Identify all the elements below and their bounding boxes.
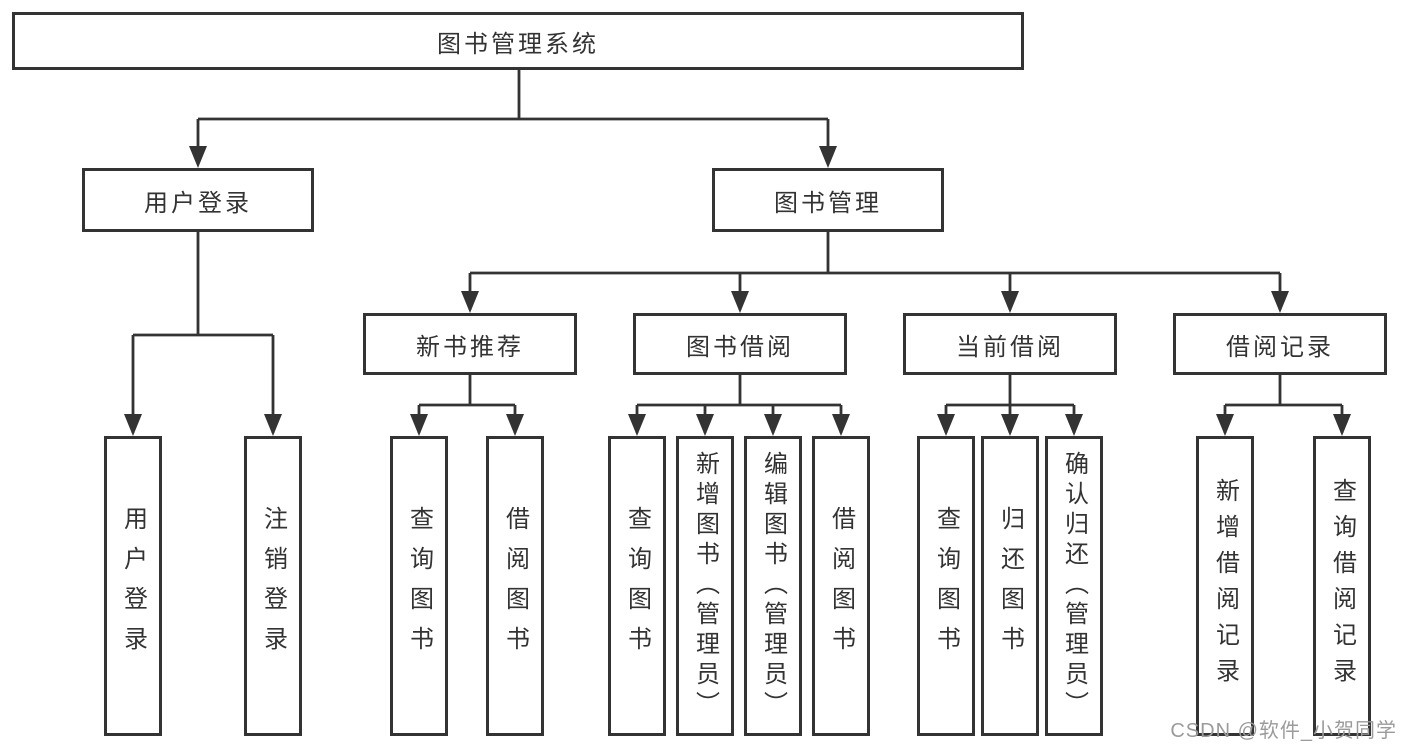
leaf-edit-book-admin: 编辑图书（管理员）	[744, 436, 802, 736]
connector-borrow-to-leaves	[628, 375, 850, 436]
node-new-book-recommendation: 新书推荐	[363, 313, 577, 375]
node-book-borrowing: 图书借阅	[633, 313, 847, 375]
node-current-borrowing: 当前借阅	[903, 313, 1117, 375]
leaf-query-books-borrow: 查询图书	[608, 436, 666, 736]
node-library-management-system: 图书管理系统	[12, 12, 1024, 70]
leaf-add-book-admin: 新增图书（管理员）	[676, 436, 734, 736]
node-book-management: 图书管理	[712, 168, 944, 232]
connector-current-to-leaves	[937, 375, 1083, 436]
csdn-watermark: CSDN @软件_小贺同学	[1170, 720, 1397, 742]
leaf-logout: 注销登录	[244, 436, 302, 736]
connector-root-to-branches	[189, 70, 837, 168]
leaf-query-books-current: 查询图书	[917, 436, 975, 736]
connector-mgmt-to-modules	[461, 232, 1289, 313]
leaf-confirm-return-admin: 确认归还（管理员）	[1045, 436, 1103, 736]
connector-recommend-to-leaves	[410, 375, 524, 436]
connector-login-to-leaves	[124, 232, 282, 436]
leaf-borrow-books: 借阅图书	[812, 436, 870, 736]
leaf-user-login: 用户登录	[104, 436, 162, 736]
leaf-borrow-books-recommend: 借阅图书	[486, 436, 544, 736]
leaf-query-borrow-record: 查询借阅记录	[1313, 436, 1371, 736]
node-borrowing-records: 借阅记录	[1173, 313, 1387, 375]
connector-records-to-leaves	[1216, 375, 1351, 436]
leaf-query-books-recommend: 查询图书	[390, 436, 448, 736]
leaf-add-borrow-record: 新增借阅记录	[1196, 436, 1254, 736]
leaf-return-book: 归还图书	[981, 436, 1039, 736]
node-user-login: 用户登录	[82, 168, 314, 232]
